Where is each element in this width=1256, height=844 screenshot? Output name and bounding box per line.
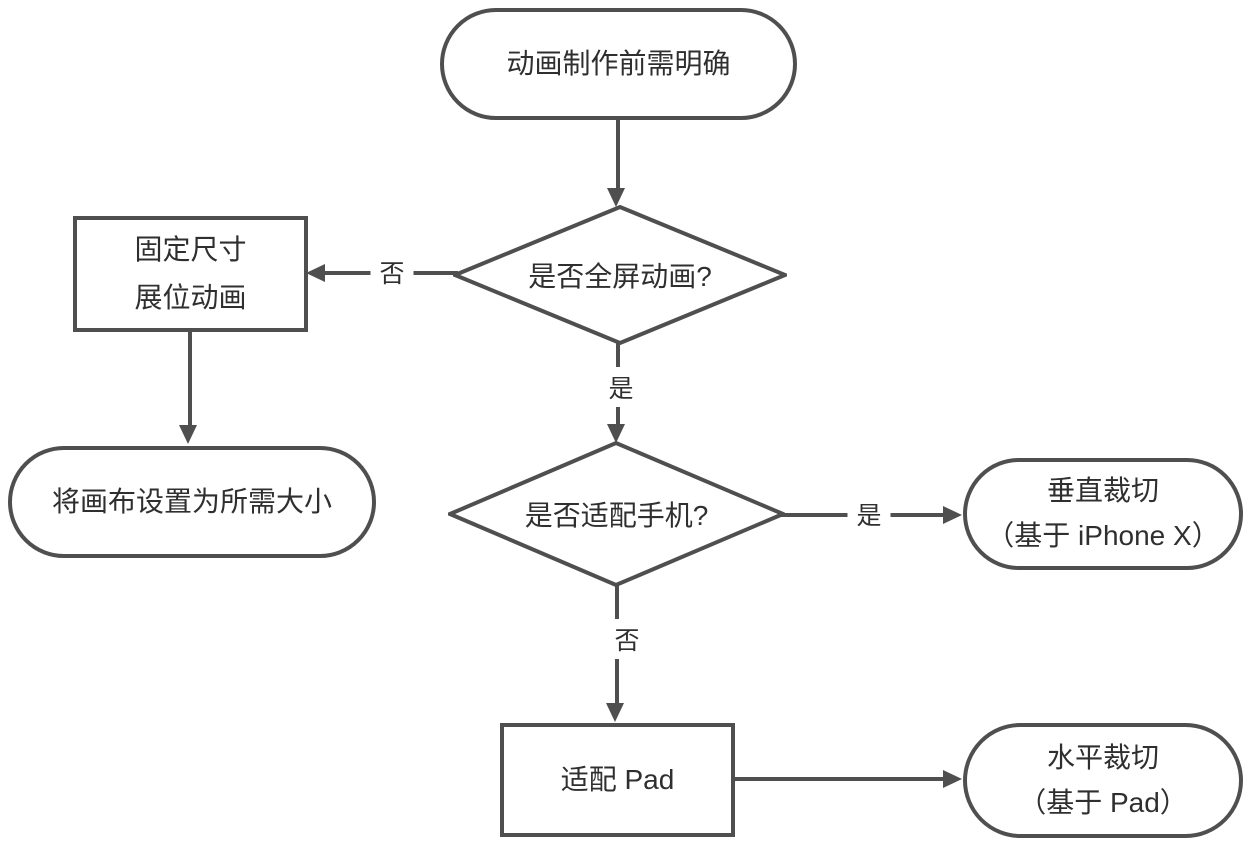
edge-label-phone-no: 否 <box>605 619 649 659</box>
decision-phone-label: 是否适配手机? <box>524 500 709 531</box>
horizontal-crop-node: 水平裁切 （基于 Pad） <box>963 723 1243 838</box>
decision-fullscreen-node: 是否全屏动画? <box>453 205 787 345</box>
arrowhead-down-icon <box>179 425 197 444</box>
vertical-crop-node: 垂直裁切 （基于 iPhone X） <box>963 458 1243 570</box>
arrowhead-down-icon <box>607 424 625 443</box>
fixed-size-line1: 固定尺寸 <box>134 234 247 266</box>
vertical-crop-line2: （基于 iPhone X） <box>986 520 1220 551</box>
arrowhead-down-icon <box>606 703 624 722</box>
diamond-shape <box>448 441 785 587</box>
vertical-crop-line1: 垂直裁切 <box>1046 475 1159 507</box>
set-canvas-node: 将画布设置为所需大小 <box>8 446 376 558</box>
decision-fullscreen-label: 是否全屏动画? <box>528 261 712 292</box>
pad-node-label: 适配 Pad <box>560 764 675 796</box>
start-node: 动画制作前需明确 <box>440 8 797 120</box>
arrowhead-right-icon <box>943 770 962 788</box>
edge-pad-to-horizontalcrop <box>733 777 945 781</box>
start-node-label: 动画制作前需明确 <box>506 48 731 80</box>
decision-phone-node: 是否适配手机? <box>448 441 785 587</box>
pad-node: 适配 Pad <box>500 723 735 837</box>
edge-start-to-fullscreen <box>616 118 620 190</box>
diamond-shape <box>453 205 787 345</box>
arrowhead-down-icon <box>607 188 625 207</box>
edge-label-fullscreen-no: 否 <box>370 252 414 292</box>
edge-label-phone-yes: 是 <box>847 494 891 534</box>
fixed-size-node: 固定尺寸 展位动画 <box>73 216 308 332</box>
fixed-size-line2: 展位动画 <box>134 282 247 313</box>
horizontal-crop-line1: 水平裁切 <box>1046 741 1159 773</box>
arrowhead-left-icon <box>306 264 325 282</box>
arrowhead-right-icon <box>943 506 962 524</box>
set-canvas-label: 将画布设置为所需大小 <box>51 486 332 518</box>
edge-label-fullscreen-yes: 是 <box>599 367 643 407</box>
edge-fixedsize-to-setcanvas <box>188 330 192 427</box>
horizontal-crop-line2: （基于 Pad） <box>1018 786 1188 818</box>
